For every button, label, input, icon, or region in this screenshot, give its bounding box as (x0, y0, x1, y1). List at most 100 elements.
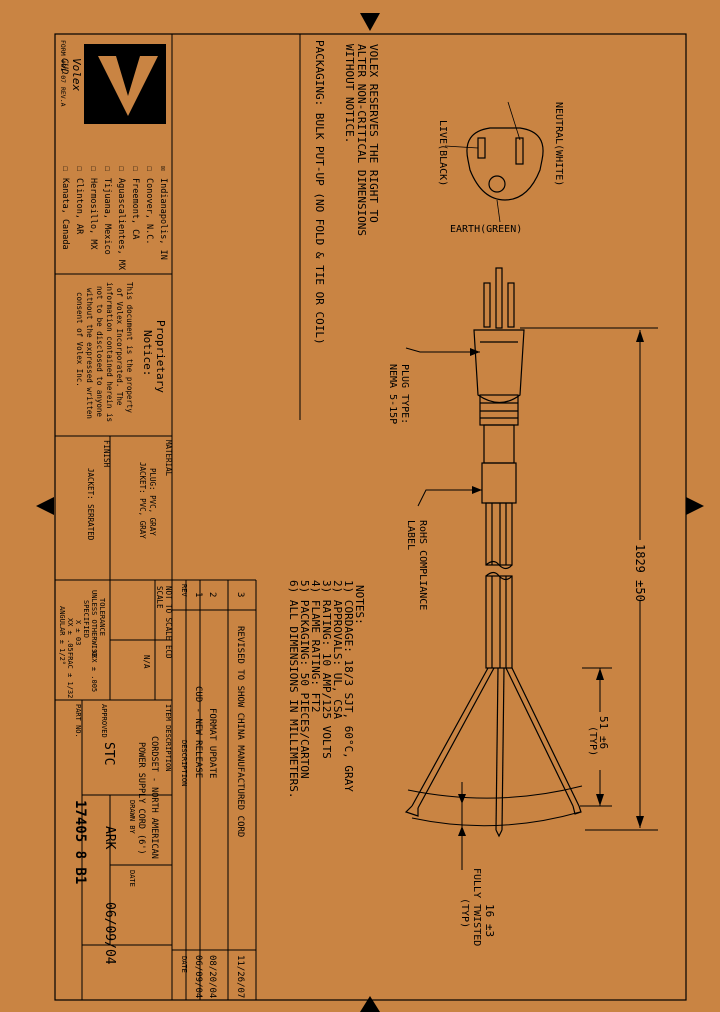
logo-brand-text: Volex (70, 58, 83, 91)
item-description-line2: POWER SUPPLY CORD (6') (136, 742, 146, 855)
location-name: Aguascalientes, MX (116, 178, 126, 271)
center-mark-right (686, 497, 704, 515)
rohs-callout (417, 489, 482, 507)
item-description-line1: CORDSET - NORTH AMERICAN (149, 736, 159, 859)
notes-title: NOTES: (353, 585, 366, 625)
location-box: ☐ (60, 166, 70, 171)
rohs-arrow (472, 486, 482, 494)
date-label: DATE (128, 870, 136, 887)
proprietary-line: consent of Volex Inc. (75, 292, 84, 387)
plug-type-callout (405, 347, 480, 353)
strip-arrow-top (596, 668, 604, 680)
tolerance-line: TOLERANCE (98, 598, 106, 636)
rev-description: REVISED TO SHOW CHINA MANUFACTURED CORD (235, 626, 245, 837)
location-name: Freemont, CA (130, 178, 140, 239)
ecd-label: ECD (164, 645, 173, 659)
location-name: Hermosillo, MX (88, 178, 98, 251)
form-number: FORM #01-07 REV.A (59, 40, 67, 107)
center-mark-left (36, 497, 54, 515)
location-box: ☐ (130, 166, 140, 171)
volex-logo: Volex CUD (59, 44, 166, 124)
center-mark-bottom (360, 996, 380, 1012)
tolerance-line: UNLESS OTHERWISE (90, 590, 98, 657)
rev-description: FORMAT UPDATE (207, 708, 217, 778)
plug-type-label: PLUG TYPE: (399, 364, 410, 424)
packaging-note: PACKAGING: BULK PUT-UP (NO FOLD & TIE OR… (313, 40, 326, 345)
location-name: Conover, N.C. (144, 178, 154, 245)
location-box: ☐ (88, 166, 98, 171)
location-box: ☒ (158, 166, 168, 171)
note-item: 6) ALL DIMENSIONS IN MILLIMETERS. (287, 580, 300, 799)
length-dimension (520, 327, 658, 831)
notes-block: NOTES: 1) CORDAGE: 18/3 SJT, 60°C, GRAY … (287, 580, 366, 799)
finish-value: JACKET: SERRATED (86, 468, 95, 541)
drawn-by-label: DRAWN BY (128, 800, 136, 835)
twist-value: 16 ±3 (483, 904, 496, 937)
proprietary-line: not to be disclosed to anyone (95, 286, 104, 417)
proprietary-title: Proprietary (154, 320, 167, 393)
revision-rows: 3 REVISED TO SHOW CHINA MANUFACTURED COR… (193, 592, 245, 998)
approved-value: STC (101, 742, 116, 765)
item-description-label: ITEM DESCRIPTION (164, 704, 172, 771)
location-box: ☐ (74, 166, 84, 171)
rev-number: 1 (193, 592, 203, 597)
location-box: ☐ (102, 166, 112, 171)
rev-number: 2 (207, 592, 217, 597)
twist-typ: (TYP) (459, 898, 470, 928)
note-item: 5) PACKAGING: 50 PIECES/CARTON (298, 580, 311, 779)
length-dimension-value: 1829 ±50 (633, 544, 647, 602)
rohs-label: RoHS COMPLIANCE (417, 520, 428, 610)
live-label: LIVE(BLACK) (437, 120, 448, 186)
center-mark-top (360, 13, 380, 31)
note-item: 1) CORDAGE: 18/3 SJT, 60°C, GRAY (342, 580, 355, 792)
description-header: DESCRIPTION (180, 740, 188, 786)
plug-type-value: NEMA 5-15P (387, 364, 398, 424)
rohs-sublabel: LABEL (405, 520, 416, 550)
tolerance-line: FRAC ± 1/32 (66, 652, 74, 698)
reserve-notice: VOLEX RESERVES THE RIGHT TO ALTER NON-CR… (343, 44, 380, 236)
finish-label: FINISH (102, 440, 111, 468)
strip-length-value: 51 ±6 (597, 716, 610, 749)
earth-label: EARTH(GREEN) (450, 224, 522, 235)
rev-description: CUD - NEW RELEASE (193, 686, 203, 778)
strip-length-typ: (TYP) (587, 726, 598, 756)
rev-header: REV (180, 584, 188, 597)
notice-line: ALTER NON-CRITICAL DIMENSIONS (355, 44, 368, 236)
proprietary-subtitle: Notice: (141, 330, 154, 376)
scale-value: N/A (142, 655, 151, 669)
note-item: 3) RATING: 10 AMP/125 VOLTS (320, 580, 333, 759)
locations-list: ☒ Indianapolis, IN ☐ Conover, N.C. ☐ Fre… (60, 166, 168, 271)
location-box: ☐ (144, 166, 154, 171)
note-item: 2) APPROVALS: UL, CSA (331, 580, 344, 719)
plug-type-arrow (470, 348, 480, 356)
strip-arrow-bottom (596, 794, 604, 806)
left-title-block (55, 34, 173, 1000)
twist-arrow-top (458, 794, 466, 804)
rev-number: 3 (235, 592, 245, 597)
title-entries: APPROVED STC PART NO. 17405 8 B1 ITEM DE… (72, 704, 172, 965)
notice-line: WITHOUT NOTICE. (343, 44, 356, 143)
material-block: MATERIAL PLUG: PVC, GRAY JACKET: PVC, GR… (86, 440, 173, 541)
location-name: Kanata, Canada (60, 178, 70, 250)
rev-date: 08/20/04 (207, 955, 217, 998)
location-name: Tijuana, Mexico (102, 178, 112, 255)
location-box: ☐ (116, 166, 126, 171)
scale-label: SCALE (155, 586, 164, 609)
tolerance-line: XX ± .05 (66, 618, 74, 652)
material-jacket: JACKET: PVC, GRAY (138, 462, 147, 539)
cord-assembly (404, 267, 582, 838)
tolerance-block: TOLERANCE UNLESS OTHERWISE SPECIFIED X ±… (58, 590, 106, 698)
revision-table (172, 579, 257, 1000)
proprietary-line: information contained herein is (105, 282, 114, 422)
material-plug: PLUG: PVC, GRAY (148, 468, 157, 536)
part-number: 17405 8 B1 (72, 800, 88, 884)
rev-date: 11/26/07 (235, 955, 245, 998)
location-name: Clinton, AR (74, 178, 84, 235)
logo-sub-text: CUD (59, 58, 69, 74)
proprietary-line: without the expressed written (85, 288, 94, 419)
scale-block: NOT TO SCALE SCALE N/A ECD (142, 586, 173, 669)
notice-line: VOLEX RESERVES THE RIGHT TO (367, 44, 380, 223)
note-item: 4) FLAME RATING: FT2 (309, 580, 322, 712)
